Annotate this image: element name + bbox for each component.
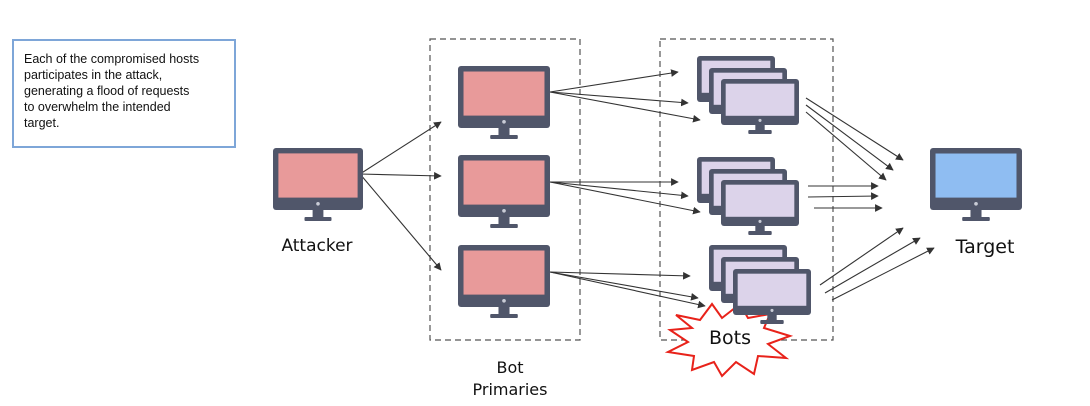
bot-monitor-icon (733, 269, 811, 324)
bot-primaries-label: Bot Primaries (472, 358, 548, 399)
explanation-note: Each of the compromised hosts participat… (12, 39, 236, 148)
bot-monitor-icon (721, 180, 799, 235)
bot-monitor-icon (721, 79, 799, 134)
attacker-monitor-icon (273, 148, 363, 222)
bot-primary-monitor-icon (458, 245, 550, 319)
bot-primary-monitor-icon (458, 66, 550, 140)
bot-primary-monitor-icon (458, 155, 550, 229)
primary-arrows (549, 69, 706, 309)
bots-label: Bots (708, 327, 751, 349)
attacker-label: Attacker (281, 236, 353, 256)
target-monitor-icon (930, 148, 1022, 222)
bot-primaries-group (429, 38, 581, 341)
bot-arrows (805, 97, 935, 301)
target-label: Target (955, 236, 1015, 258)
attacker-arrows (359, 121, 442, 271)
